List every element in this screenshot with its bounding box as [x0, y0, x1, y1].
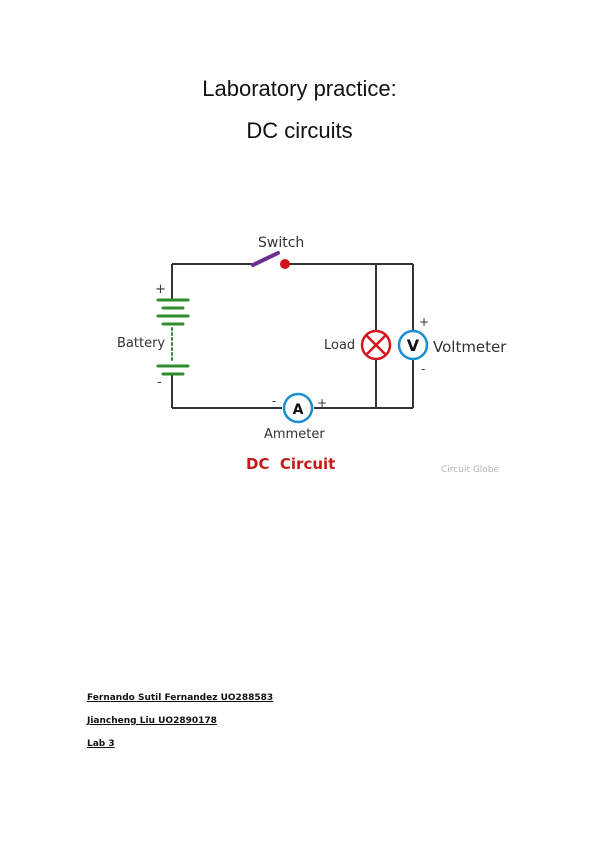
voltmeter-letter: V	[407, 336, 420, 355]
battery-minus-sign: -	[157, 375, 162, 390]
ammeter-plus-sign: +	[317, 396, 327, 410]
ammeter-letter: A	[293, 402, 304, 418]
ammeter-minus-sign: -	[272, 394, 276, 408]
voltmeter-plus-sign: +	[419, 315, 429, 329]
dc-circuit-diagram: + - Battery Switch Load V + - Voltmeter …	[117, 235, 507, 475]
switch-contact	[280, 259, 290, 269]
load-label: Load	[324, 338, 355, 353]
voltmeter-symbol	[397, 329, 429, 361]
switch-lever	[251, 251, 280, 267]
battery-plus-sign: +	[155, 282, 166, 297]
battery-label: Battery	[117, 336, 165, 351]
voltmeter-label: Voltmeter	[433, 338, 507, 356]
author-line-1: Fernando Sutil Fernandez UO288583	[87, 693, 274, 703]
diagram-caption: DC Circuit	[246, 455, 335, 473]
author-line-2: Jiancheng Liu UO2890178	[87, 716, 217, 726]
diagram-watermark: Circuit Globe	[441, 465, 500, 475]
ammeter-symbol	[282, 392, 314, 424]
ammeter-label: Ammeter	[264, 427, 325, 442]
circuit-wires	[171, 263, 414, 409]
switch-label: Switch	[258, 235, 304, 251]
document-title: Laboratory practice:	[202, 76, 397, 101]
battery-symbol	[156, 298, 190, 376]
voltmeter-minus-sign: -	[421, 362, 425, 376]
load-lamp-symbol	[360, 329, 392, 361]
document-subtitle: DC circuits	[246, 118, 353, 143]
lab-label: Lab 3	[87, 739, 115, 749]
